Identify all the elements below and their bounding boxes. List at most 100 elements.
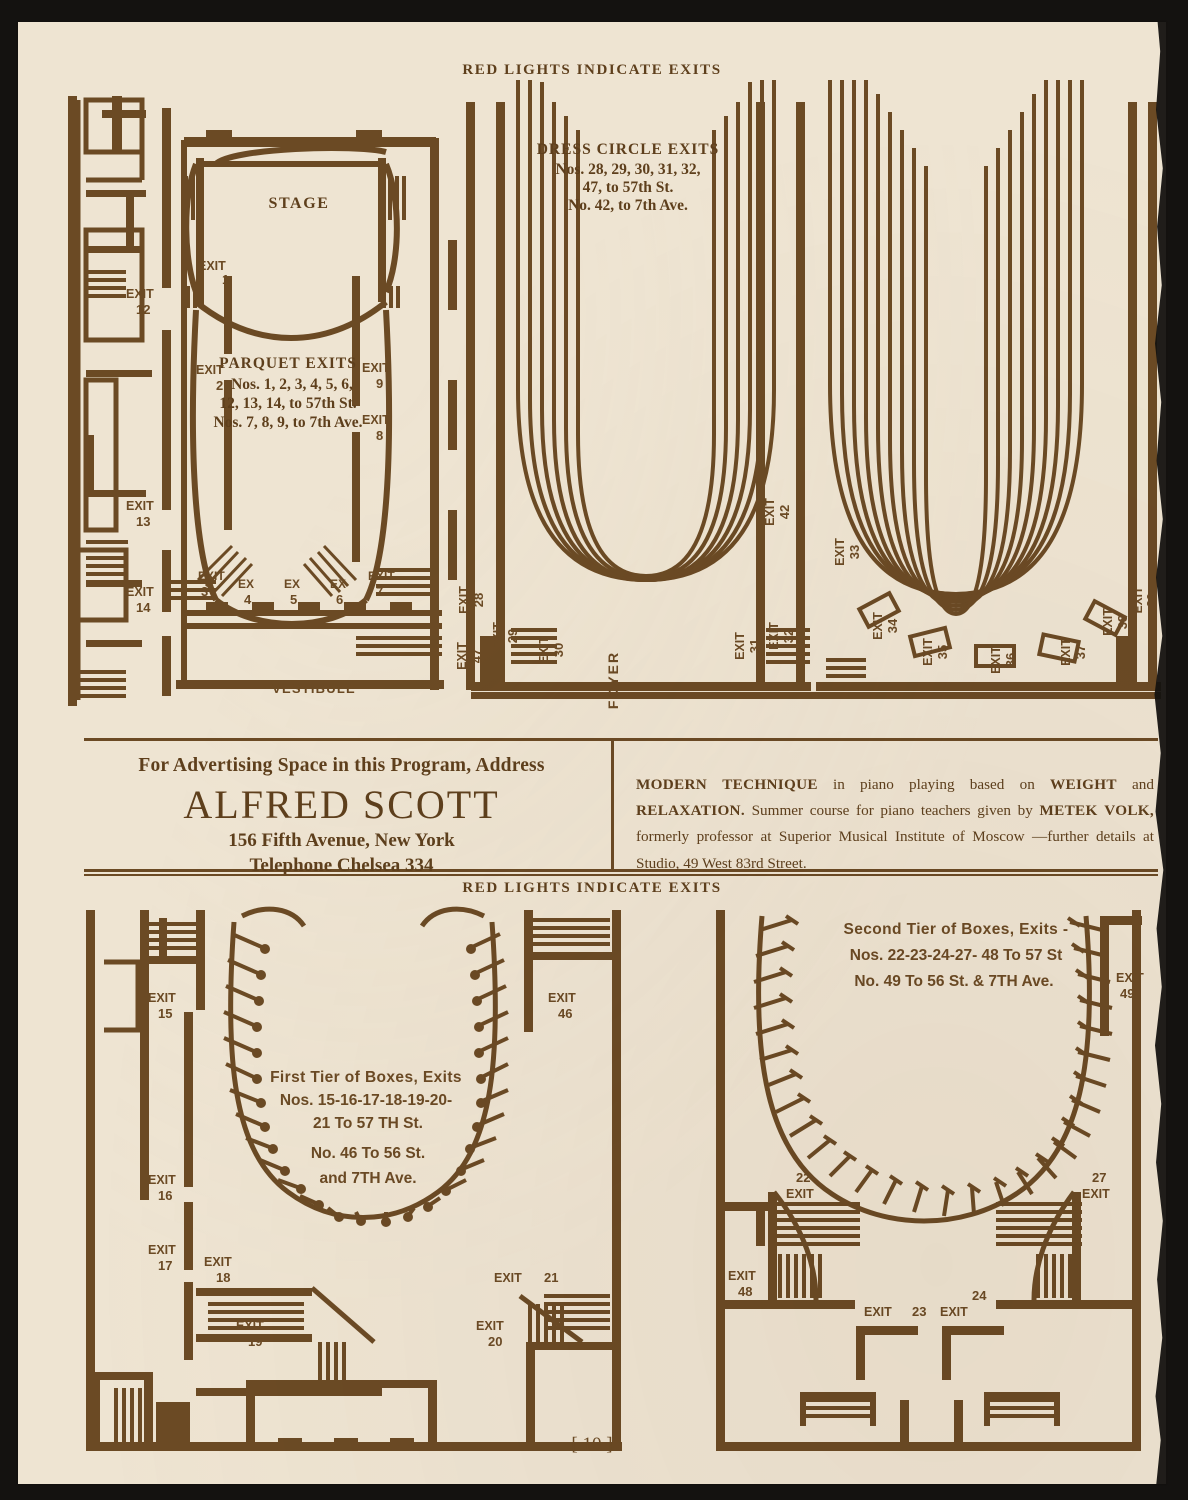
exit-number: 1: [222, 272, 229, 287]
exit-number: 35: [935, 645, 950, 659]
exit-number: 37: [1073, 645, 1088, 659]
exit-word: EXIT: [728, 1269, 756, 1283]
exit-number: 24: [972, 1288, 987, 1303]
exit-number: 38: [1115, 615, 1130, 629]
exit-number: 42: [777, 505, 792, 519]
exit-marker-17: EXIT 17: [148, 1243, 176, 1273]
exit-marker-31: EXIT 31: [733, 632, 762, 660]
exit-marker-33: EXIT 33: [833, 538, 862, 566]
exit-number: 21: [544, 1270, 558, 1285]
foyer-label: FOYER: [605, 651, 621, 709]
exit-marker-13: EXIT 13: [126, 499, 154, 529]
exit-word: EXIT: [476, 1319, 504, 1333]
exit-marker-15: EXIT 15: [148, 991, 176, 1021]
program-page: RED LIGHTS INDICATE EXITS: [18, 22, 1168, 1484]
dress-note-title: DRESS CIRCLE EXITS: [537, 141, 720, 158]
exit-number: 9: [376, 376, 383, 391]
exit-marker-37: EXIT 37: [1059, 638, 1088, 666]
exit-word: EXIT: [921, 638, 935, 666]
exit-marker-3: EXIT 3: [198, 569, 225, 599]
first-tier-note-line4: No. 46 To 56 St.: [311, 1145, 425, 1162]
exit-number: 14: [136, 600, 151, 615]
dress-note-line2: 47, to 57th St.: [583, 179, 674, 196]
exit-number: 18: [216, 1270, 230, 1285]
exit-marker-30: EXIT 30: [537, 636, 566, 664]
rule-below-ads: [84, 874, 1158, 876]
exit-word: EX: [284, 577, 300, 591]
exit-word: EXIT: [871, 612, 885, 640]
exit-number: 46: [558, 1006, 572, 1021]
exit-number: 6: [336, 592, 343, 607]
exit-marker-2: EXIT 2: [196, 363, 224, 393]
second-tier-note-line3: No. 49 To 56 St. & 7TH Ave.: [854, 973, 1053, 990]
exit-number: 3: [201, 584, 208, 599]
header-red-lights-top: RED LIGHTS INDICATE EXITS: [462, 62, 722, 78]
exit-word: EXIT: [148, 1173, 176, 1187]
vestibule-label: VESTIBULE: [272, 681, 356, 696]
exit-number: 16: [158, 1188, 172, 1203]
parquet-note-line1: Nos. 1, 2, 3, 4, 5, 6,: [231, 376, 353, 393]
ad-telephone: Telephone Chelsea 334: [249, 855, 434, 876]
exit-marker-9: EXIT 9: [362, 361, 390, 391]
exit-number: 7: [376, 584, 383, 599]
exit-word: EXIT: [1116, 971, 1144, 985]
exit-word: EXIT: [362, 361, 390, 375]
dress-note-line1: Nos. 28, 29, 30, 31, 32,: [555, 161, 700, 178]
exit-marker-29: EXIT 29: [491, 622, 520, 650]
exit-number: 19: [248, 1334, 262, 1349]
exit-marker-16: EXIT 16: [148, 1173, 176, 1203]
exit-number: 23: [912, 1304, 926, 1319]
exit-marker-22: 22 EXIT: [786, 1170, 814, 1201]
exit-number: 5: [290, 592, 297, 607]
parquet-note-line3: Nos. 7, 8, 9, to 7th Ave.: [213, 414, 362, 431]
exit-word: EXIT: [1082, 1187, 1110, 1201]
exit-number: 17: [158, 1258, 172, 1273]
first-tier-note-line3: 21 To 57 TH St.: [313, 1115, 423, 1132]
exit-word: EXIT: [1131, 586, 1145, 613]
dress-circle-exits-note: DRESS CIRCLE EXITS Nos. 28, 29, 30, 31, …: [537, 141, 720, 214]
exit-word: EXIT: [148, 1243, 176, 1257]
exit-word: EXIT: [940, 1305, 968, 1319]
second-tier-note: Second Tier of Boxes, Exits - Nos. 22-23…: [844, 921, 1069, 990]
exit-marker-5: EX 5: [284, 577, 300, 607]
parquet-note-title: PARQUET EXITS: [219, 355, 357, 372]
exit-word: EXIT: [733, 632, 747, 660]
exit-number: 39: [1145, 593, 1159, 607]
exit-number: 15: [158, 1006, 172, 1021]
exit-number: 12: [136, 302, 150, 317]
exit-number: 29: [505, 629, 520, 643]
first-tier-box-spokes: [223, 932, 509, 1227]
exit-word: EXIT: [368, 569, 395, 583]
exit-marker-27: 27 EXIT: [1082, 1170, 1110, 1201]
plan-parquet-and-dress-circle: STAGE VESTIBULE FOYER PARQUET EXITS Nos.…: [56, 80, 1166, 730]
first-tier-note-line5: and 7TH Ave.: [319, 1170, 416, 1187]
exit-word: EXIT: [833, 538, 847, 566]
exit-marker-42: EXIT 42: [763, 498, 792, 526]
exit-word: EXIT: [196, 363, 224, 377]
exit-word: EXIT: [767, 622, 781, 650]
exit-word: EXIT: [491, 622, 505, 650]
exit-number: 30: [551, 643, 566, 657]
ad-vertical-divider: [611, 741, 614, 869]
exit-marker-36: EXIT 36: [989, 646, 1018, 674]
floorplan-top-svg: STAGE VESTIBULE FOYER PARQUET EXITS Nos.…: [68, 80, 1161, 709]
page-number: [ 10 ]: [571, 1434, 613, 1455]
exit-word: EXIT: [457, 586, 471, 614]
exit-number: 8: [376, 428, 383, 443]
alfred-scott-ad: For Advertising Space in this Program, A…: [84, 741, 599, 876]
dress-note-line3: No. 42, to 7th Ave.: [568, 197, 688, 214]
exit-word: EXIT: [786, 1187, 814, 1201]
first-tier-note: First Tier of Boxes, Exits Nos. 15-16-17…: [270, 1069, 462, 1187]
exit-marker-35: EXIT 35: [921, 638, 950, 666]
exit-word: EXIT: [494, 1271, 522, 1285]
ad-address: 156 Fifth Avenue, New York: [228, 830, 455, 851]
exit-marker-48: EXIT 48: [728, 1269, 756, 1299]
exit-word: EXIT: [198, 259, 226, 273]
exit-word: EXIT: [204, 1255, 232, 1269]
exit-marker-7: EXIT 7: [368, 569, 395, 599]
exit-number: 20: [488, 1334, 502, 1349]
exit-number: 32: [781, 629, 796, 643]
first-tier-note-line1: First Tier of Boxes, Exits: [270, 1069, 462, 1086]
ad-advertiser-name: ALFRED SCOTT: [183, 782, 500, 827]
ad-body-text: MODERN TECHNIQUE in piano playing based …: [636, 776, 1155, 872]
